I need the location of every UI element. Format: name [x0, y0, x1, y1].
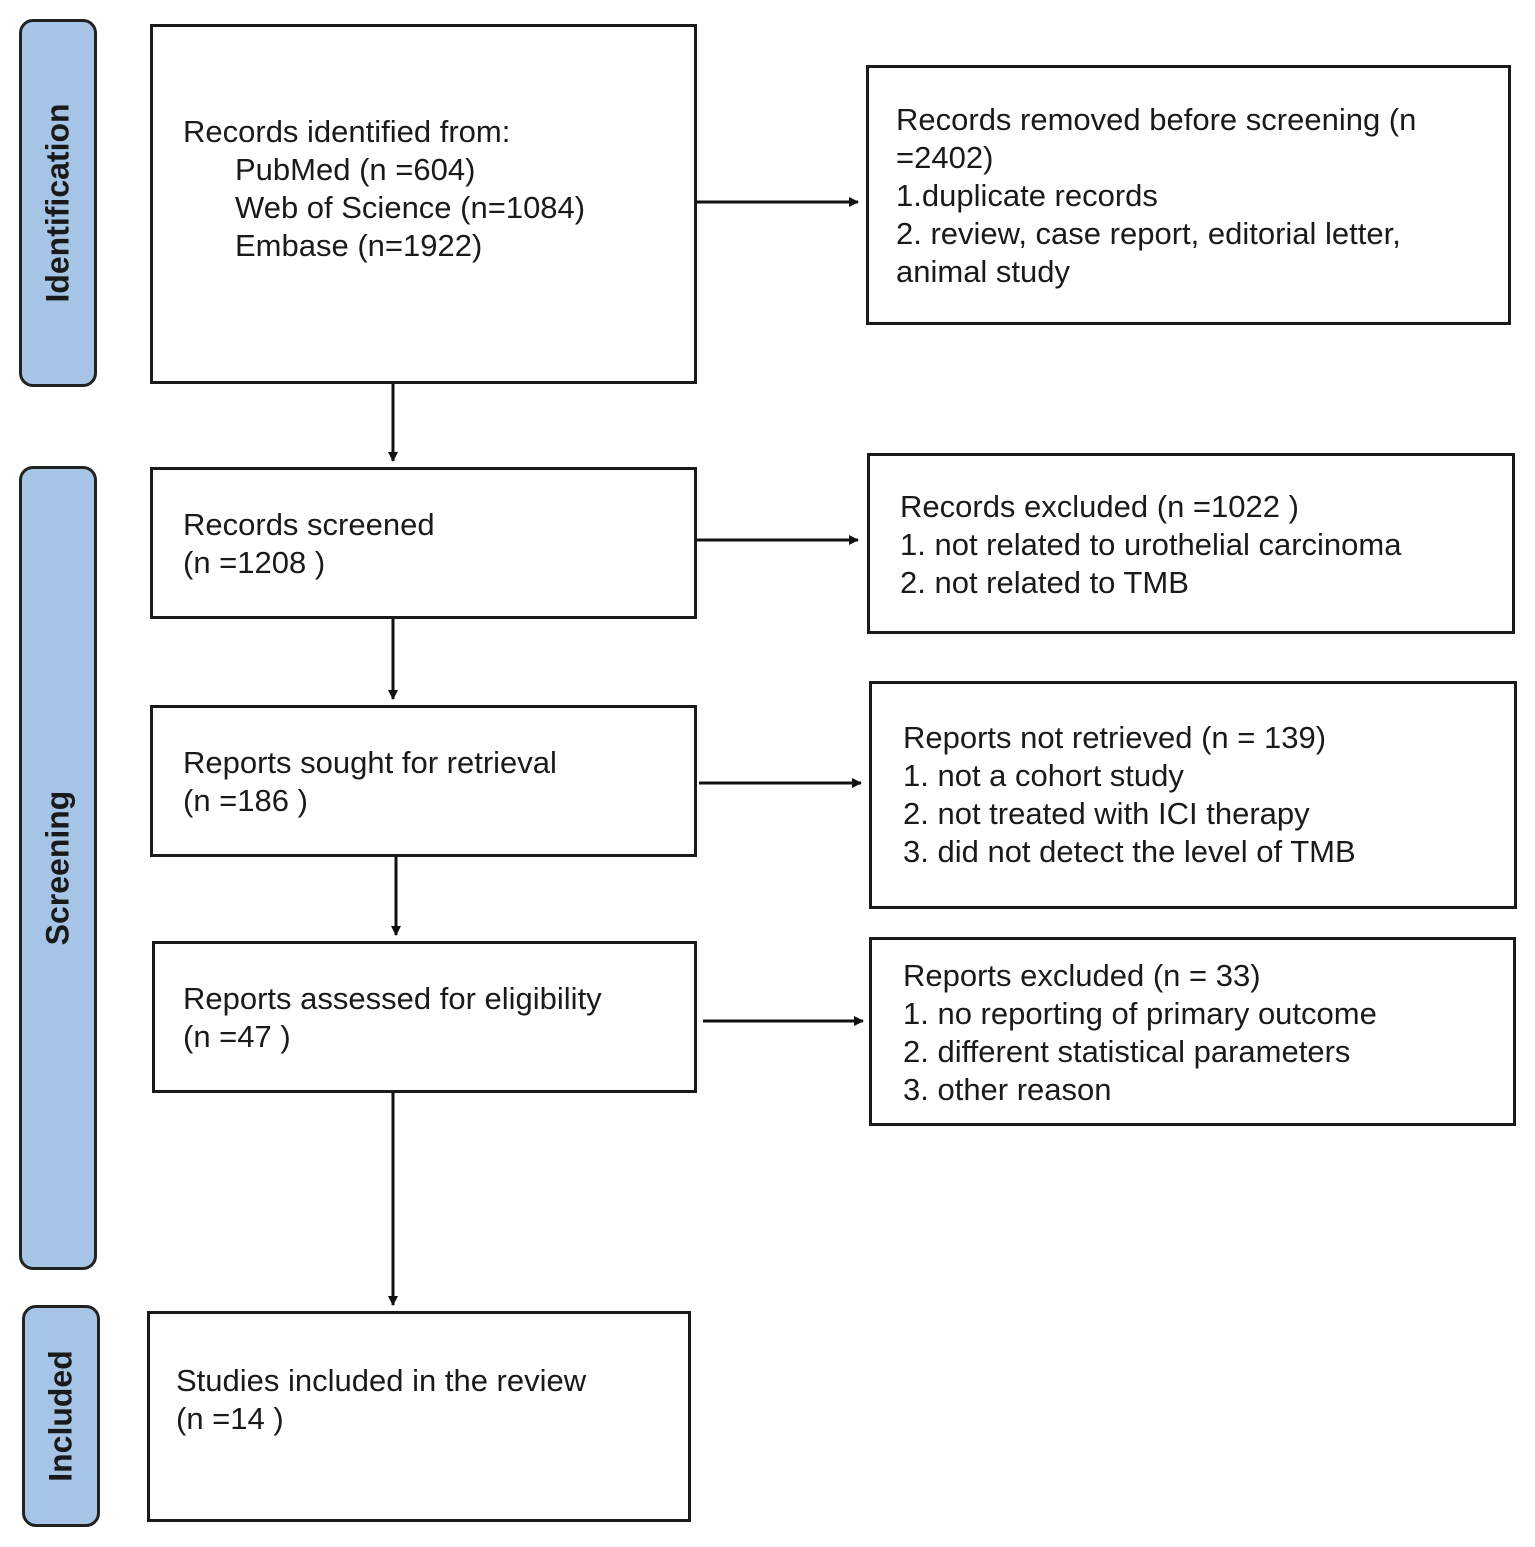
reports-excluded-box: Reports excluded (n = 33) 1. no reportin… — [869, 937, 1516, 1126]
source-embase: Embase (n=1922) — [235, 228, 483, 263]
source-pubmed: PubMed (n =604) — [235, 152, 476, 187]
records-identified-heading: Records identified from: — [183, 114, 511, 149]
records-excluded-title: Records excluded (n =1022 ) — [900, 489, 1299, 524]
reports-sought-box: Reports sought for retrieval (n =186 ) — [150, 705, 697, 857]
records-screened-count: (n =1208 ) — [183, 545, 326, 580]
reports-excluded-title: Reports excluded (n = 33) — [903, 958, 1261, 993]
reports-not-retrieved-reason-2: 2. not treated with ICI therapy — [903, 796, 1310, 831]
records-removed-reason-1: 1.duplicate records — [896, 178, 1158, 213]
studies-included-box: Studies included in the review (n =14 ) — [147, 1311, 691, 1522]
reports-not-retrieved-title: Reports not retrieved (n = 139) — [903, 720, 1327, 755]
records-removed-reason-2: 2. review, case report, editorial letter… — [896, 216, 1401, 251]
phase-identification: Identification — [19, 19, 97, 387]
reports-excluded-reason-1: 1. no reporting of primary outcome — [903, 996, 1377, 1031]
records-screened-title: Records screened — [183, 507, 435, 542]
records-removed-count: =2402) — [896, 140, 994, 175]
records-excluded-reason-1: 1. not related to urothelial carcinoma — [900, 527, 1402, 562]
phase-screening: Screening — [19, 466, 97, 1270]
reports-assessed-box: Reports assessed for eligibility (n =47 … — [152, 941, 697, 1093]
records-screened-box: Records screened (n =1208 ) — [150, 467, 697, 619]
records-removed-title: Records removed before screening (n — [896, 102, 1417, 137]
records-identified-box: Records identified from: PubMed (n =604)… — [150, 24, 697, 384]
studies-included-count: (n =14 ) — [176, 1401, 284, 1436]
reports-sought-title: Reports sought for retrieval — [183, 745, 557, 780]
source-web-of-science: Web of Science (n=1084) — [235, 190, 586, 225]
reports-not-retrieved-box: Reports not retrieved (n = 139) 1. not a… — [869, 681, 1517, 909]
reports-assessed-count: (n =47 ) — [183, 1019, 291, 1054]
records-excluded-box: Records excluded (n =1022 ) 1. not relat… — [867, 453, 1515, 634]
reports-excluded-reason-2: 2. different statistical parameters — [903, 1034, 1351, 1069]
records-removed-reason-2-cont: animal study — [896, 254, 1071, 289]
reports-not-retrieved-reason-1: 1. not a cohort study — [903, 758, 1184, 793]
phase-included: Included — [22, 1305, 100, 1527]
reports-excluded-reason-3: 3. other reason — [903, 1072, 1112, 1107]
reports-assessed-title: Reports assessed for eligibility — [183, 981, 602, 1016]
records-excluded-reason-2: 2. not related to TMB — [900, 565, 1189, 600]
reports-sought-count: (n =186 ) — [183, 783, 308, 818]
records-removed-box: Records removed before screening (n =240… — [866, 65, 1511, 325]
reports-not-retrieved-reason-3: 3. did not detect the level of TMB — [903, 834, 1356, 869]
studies-included-title: Studies included in the review — [176, 1363, 587, 1398]
